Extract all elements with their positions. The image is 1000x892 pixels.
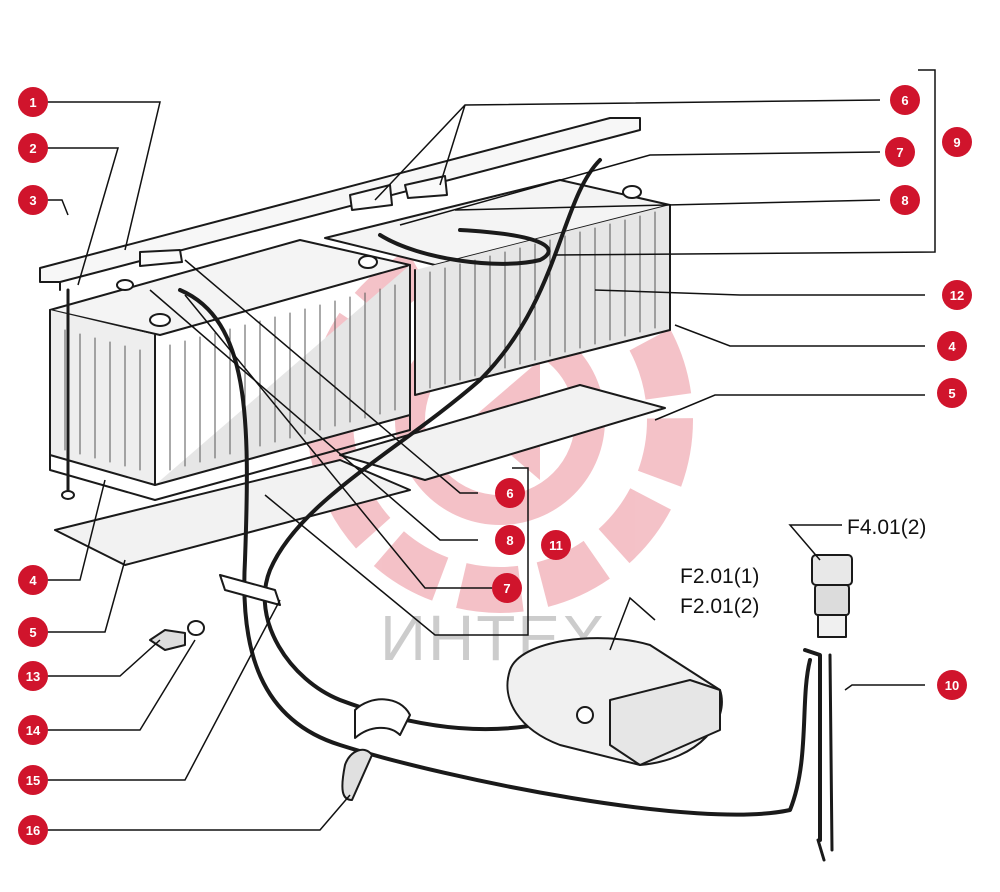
part-code-relay-2: F2.01(2)	[680, 595, 759, 618]
svg-text:16: 16	[26, 823, 40, 838]
callout-5-right: 5	[937, 378, 967, 408]
svg-text:7: 7	[896, 145, 903, 160]
svg-text:10: 10	[945, 678, 959, 693]
svg-text:12: 12	[950, 288, 964, 303]
relay-cylinder	[506, 637, 723, 766]
callout-8-mid: 8	[495, 525, 525, 555]
callout-4-right: 4	[937, 331, 967, 361]
cable-clamp-center	[354, 698, 411, 739]
callout-6-mid: 6	[495, 478, 525, 508]
callout-3: 3	[18, 185, 48, 215]
svg-text:6: 6	[901, 93, 908, 108]
battery-hold-down-bar	[39, 117, 641, 291]
callout-9: 9	[942, 127, 972, 157]
pressure-switch	[811, 554, 853, 638]
callout-1: 1	[18, 87, 48, 117]
svg-text:5: 5	[948, 386, 955, 401]
callout-7-mid: 7	[492, 573, 522, 603]
callout-8-top: 8	[890, 185, 920, 215]
svg-text:15: 15	[26, 773, 40, 788]
callout-14: 14	[18, 715, 48, 745]
switch-wire-2	[828, 653, 834, 852]
callout-2: 2	[18, 133, 48, 163]
svg-text:4: 4	[29, 573, 37, 588]
svg-text:1: 1	[29, 95, 36, 110]
part-code-relay-1: F2.01(1)	[680, 565, 759, 588]
svg-text:3: 3	[29, 193, 36, 208]
svg-text:2: 2	[29, 141, 36, 156]
svg-text:14: 14	[26, 723, 41, 738]
cable-tie	[341, 748, 373, 801]
svg-text:5: 5	[29, 625, 36, 640]
line-art	[39, 117, 853, 862]
svg-text:9: 9	[953, 135, 960, 150]
switch-wire-1	[803, 648, 822, 842]
leader-lines	[45, 69, 936, 831]
battery-right	[324, 179, 671, 396]
callout-13: 13	[18, 661, 48, 691]
svg-text:7: 7	[503, 581, 510, 596]
battery-left	[49, 239, 411, 501]
callout-6-top: 6	[890, 85, 920, 115]
callout-4-left: 4	[18, 565, 48, 595]
cable-clamp-left	[219, 574, 281, 606]
svg-text:4: 4	[948, 339, 956, 354]
cable-main	[178, 288, 812, 817]
part-code-switch: F4.01(2)	[847, 516, 926, 539]
callout-15: 15	[18, 765, 48, 795]
callout-7-top: 7	[885, 137, 915, 167]
callout-5-left: 5	[18, 617, 48, 647]
battery-tray-right	[339, 384, 666, 481]
svg-text:8: 8	[506, 533, 513, 548]
callout-11: 11	[541, 530, 571, 560]
bolt-assembly	[149, 620, 205, 651]
switch-terminal	[816, 838, 826, 862]
cable-battery-link	[262, 158, 602, 732]
svg-text:11: 11	[549, 538, 563, 553]
svg-text:6: 6	[506, 486, 513, 501]
svg-text:8: 8	[901, 193, 908, 208]
callout-10: 10	[937, 670, 967, 700]
callout-16: 16	[18, 815, 48, 845]
cable-jumper	[378, 228, 551, 266]
callout-12: 12	[942, 280, 972, 310]
svg-text:13: 13	[26, 669, 40, 684]
